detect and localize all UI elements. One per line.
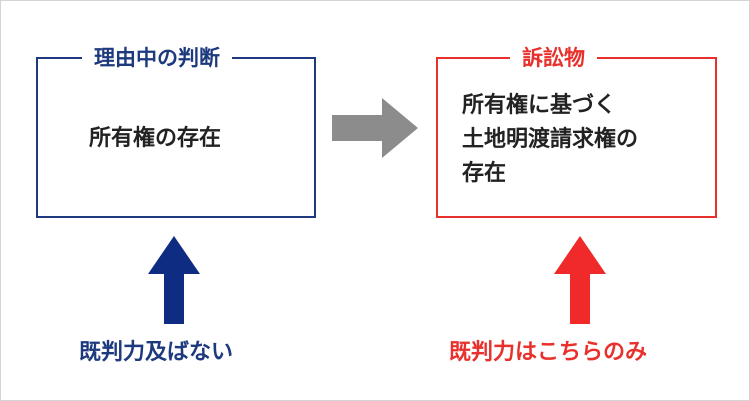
subject-matter-box: 訴訟物 所有権に基づく 土地明渡請求権の 存在 — [436, 43, 717, 218]
res-judicata-not-applicable-caption: 既判力及ばない — [79, 340, 234, 365]
reasoning-judgment-content: 所有権の存在 — [89, 126, 222, 151]
reasoning-judgment-label: 理由中の判断 — [82, 43, 232, 73]
reasoning-judgment-box: 理由中の判断 所有権の存在 — [36, 43, 316, 218]
subject-matter-label: 訴訟物 — [510, 43, 597, 73]
up-arrow-icon — [554, 236, 606, 324]
right-arrow-icon — [332, 98, 418, 158]
res-judicata-applies-caption: 既判力はこちらのみ — [449, 340, 648, 365]
up-arrow-icon — [148, 236, 200, 324]
subject-matter-content: 所有権に基づく 土地明渡請求権の 存在 — [462, 93, 639, 186]
